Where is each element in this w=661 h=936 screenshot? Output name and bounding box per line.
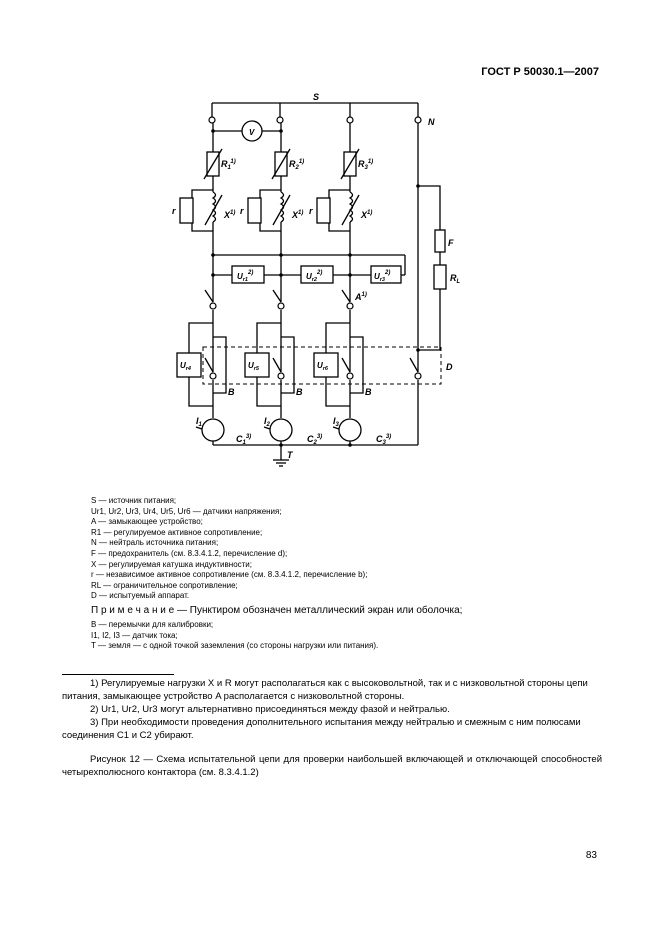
svg-text:B: B xyxy=(365,387,372,397)
svg-text:I1: I1 xyxy=(196,416,203,428)
legend-item: I1, I2, I3 — датчик тока; xyxy=(91,630,178,640)
legend-item: A — замыкающее устройство; xyxy=(91,517,203,527)
svg-text:N: N xyxy=(428,117,435,127)
svg-text:B: B xyxy=(296,387,303,397)
svg-text:C23): C23) xyxy=(307,434,322,446)
svg-text:RL: RL xyxy=(450,273,461,285)
svg-text:r: r xyxy=(309,206,313,216)
svg-text:X1): X1) xyxy=(223,210,235,220)
svg-text:r: r xyxy=(240,206,244,216)
page-number: 83 xyxy=(585,850,597,861)
svg-text:X1): X1) xyxy=(360,210,372,220)
svg-text:R11): R11) xyxy=(221,159,236,171)
note-text: — Пунктиром обозначен металлический экра… xyxy=(174,604,463,616)
svg-text:Ur22): Ur22) xyxy=(306,270,322,283)
legend-item: X — регулируемая катушка индуктивности; xyxy=(91,559,252,569)
footnote-1: 1) Регулируемые нагрузки X и R могут рас… xyxy=(62,678,588,702)
svg-text:D: D xyxy=(446,362,453,372)
svg-text:A1): A1) xyxy=(354,292,367,302)
legend-item: r — независимое активное сопротивление (… xyxy=(91,570,368,580)
svg-text:R31): R31) xyxy=(358,159,373,171)
svg-text:S: S xyxy=(313,92,319,102)
standard-header: ГОСТ Р 50030.1—2007 xyxy=(481,66,599,78)
svg-text:Ur32): Ur32) xyxy=(374,270,390,283)
svg-text:Ur6: Ur6 xyxy=(317,361,329,372)
svg-text:F: F xyxy=(448,238,454,248)
legend-item: R1 — регулируемое активное сопротивление… xyxy=(91,527,263,537)
legend-item: B — перемычки для калибровки; xyxy=(91,619,214,629)
svg-text:R21): R21) xyxy=(289,159,304,171)
svg-text:C33): C33) xyxy=(376,434,391,446)
svg-text:I2: I2 xyxy=(264,416,271,428)
footnote-divider xyxy=(62,674,174,675)
svg-text:r: r xyxy=(172,206,176,216)
note-label: П р и м е ч а н и е xyxy=(91,604,175,616)
legend-item: RL — ограничительное сопротивление; xyxy=(91,580,238,590)
svg-text:V: V xyxy=(249,128,255,137)
legend: S — источник питания; Ur1, Ur2, Ur3, Ur4… xyxy=(91,496,611,652)
legend-item: S — источник питания; xyxy=(91,496,177,505)
legend-item: N — нейтраль источника питания; xyxy=(91,538,219,548)
svg-text:Ur5: Ur5 xyxy=(248,361,260,372)
svg-text:T: T xyxy=(287,450,294,460)
legend-item: D — испытуемый аппарат. xyxy=(91,591,190,601)
footnote-2: 2) Ur1, Ur2, Ur3 могут альтернативно при… xyxy=(90,704,450,715)
test-circuit-diagram: S N V R11) R21) R31) r r r X1) X1) X1) F… xyxy=(172,92,461,467)
svg-text:C13): C13) xyxy=(236,434,251,446)
svg-text:B: B xyxy=(228,387,235,397)
legend-item: T — земля — с одной точкой заземления (с… xyxy=(91,641,379,651)
footnote-3: 3) При необходимости проведения дополнит… xyxy=(62,717,581,741)
legend-note: П р и м е ч а н и е — Пунктиром обозначе… xyxy=(91,604,611,617)
legend-item: F — предохранитель (см. 8.3.4.1.2, переч… xyxy=(91,548,288,558)
figure-caption: Рисунок 12 — Схема испытательной цепи дл… xyxy=(62,754,602,778)
legend-item: Ur1, Ur2, Ur3, Ur4, Ur5, Ur6 — датчики н… xyxy=(91,506,282,516)
svg-text:Ur4: Ur4 xyxy=(180,361,191,372)
svg-text:I3: I3 xyxy=(333,416,340,428)
svg-text:X1): X1) xyxy=(291,210,303,220)
svg-text:Ur12): Ur12) xyxy=(237,270,253,283)
